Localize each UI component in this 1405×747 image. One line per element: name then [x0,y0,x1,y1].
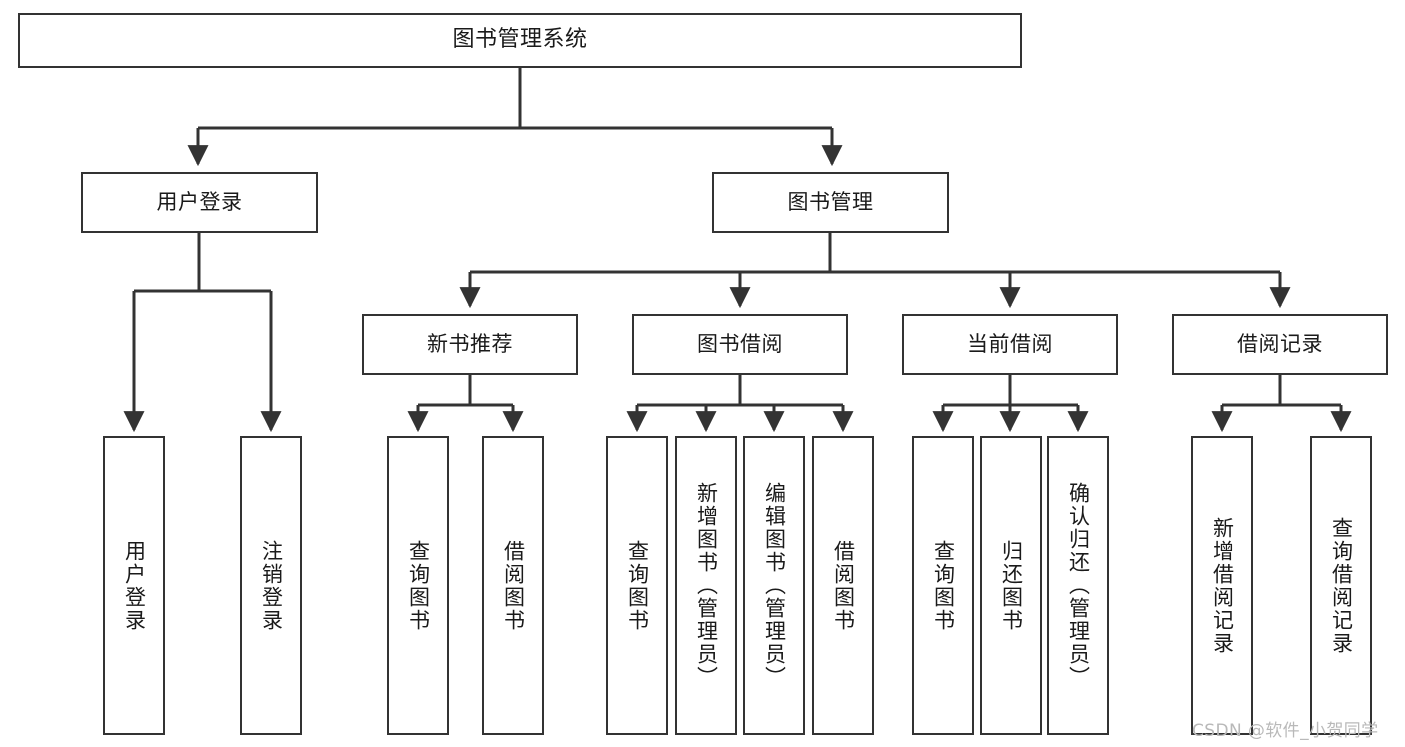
node-current-borrow[interactable]: 当前借阅 [902,314,1118,375]
leaf-edit-book-admin[interactable]: 编辑图书（管理员） [743,436,805,735]
leaf-borrow-book-borrow[interactable]: 借阅图书 [812,436,874,735]
node-book-management[interactable]: 图书管理 [712,172,949,233]
leaf-user-login[interactable]: 用户登录 [103,436,165,735]
leaf-user-logout[interactable]: 注销登录 [240,436,302,735]
node-book-borrow[interactable]: 图书借阅 [632,314,848,375]
node-borrow-record[interactable]: 借阅记录 [1172,314,1388,375]
node-user-login[interactable]: 用户登录 [81,172,318,233]
csdn-watermark: CSDN @软件_小贺同学 [1192,721,1379,741]
leaf-confirm-return-admin[interactable]: 确认归还（管理员） [1047,436,1109,735]
leaf-add-book-admin[interactable]: 新增图书（管理员） [675,436,737,735]
leaf-query-book-recommend[interactable]: 查询图书 [387,436,449,735]
leaf-return-book[interactable]: 归还图书 [980,436,1042,735]
leaf-query-book-borrow[interactable]: 查询图书 [606,436,668,735]
node-new-book-recommend[interactable]: 新书推荐 [362,314,578,375]
node-root-book-management-system[interactable]: 图书管理系统 [18,13,1022,68]
leaf-add-borrow-record[interactable]: 新增借阅记录 [1191,436,1253,735]
leaf-query-borrow-record[interactable]: 查询借阅记录 [1310,436,1372,735]
leaf-query-book-current[interactable]: 查询图书 [912,436,974,735]
leaf-borrow-book-recommend[interactable]: 借阅图书 [482,436,544,735]
